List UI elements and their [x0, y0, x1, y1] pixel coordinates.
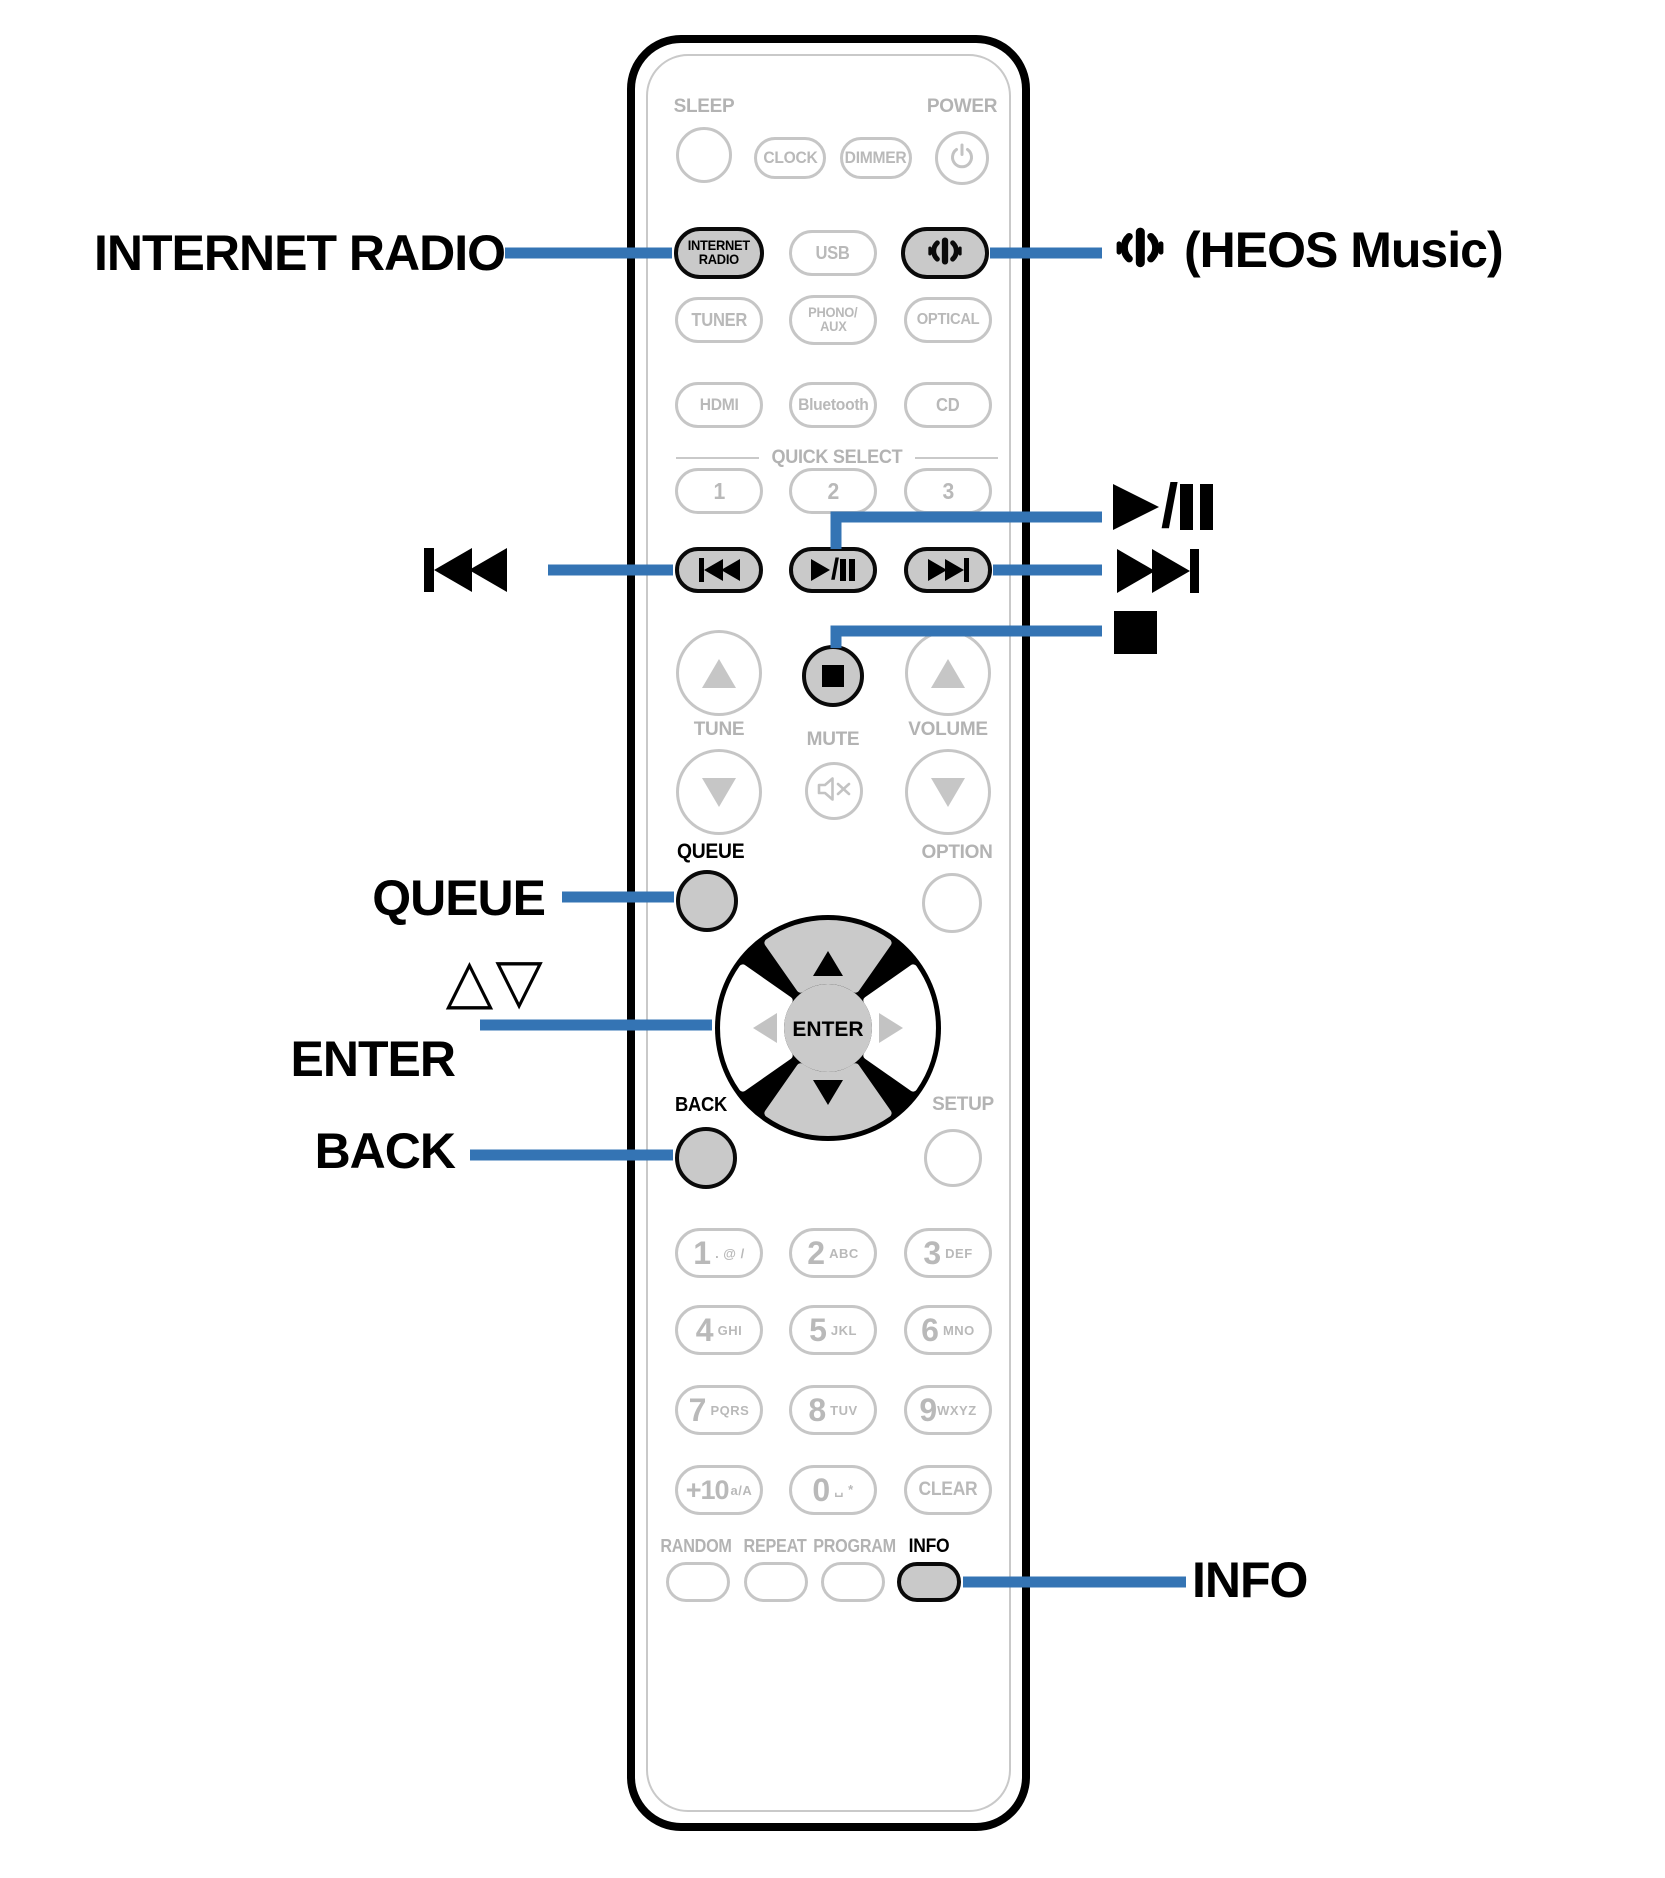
heos-button[interactable]: [901, 227, 989, 279]
sleep-button[interactable]: [676, 127, 732, 183]
play-pause-button[interactable]: /: [789, 547, 877, 593]
enter-callout-label: ENTER: [290, 1031, 456, 1087]
play-pause-callout-icon: /: [1113, 476, 1214, 538]
key-1-button[interactable]: 1. @ /: [675, 1228, 763, 1278]
up-down-callout-label: △▽: [445, 947, 545, 1016]
option-button[interactable]: [922, 873, 982, 933]
heos-icon: [922, 233, 968, 274]
quick-select-rule-right: [914, 456, 999, 460]
power-icon: [947, 141, 977, 176]
enter-button-label: ENTER: [792, 1018, 863, 1041]
skip-forward-icon: [927, 558, 969, 582]
quick-select-3-button[interactable]: 3: [904, 468, 992, 514]
mute-icon: [816, 775, 852, 808]
optical-button[interactable]: OPTICAL: [904, 297, 992, 343]
bluetooth-button[interactable]: Bluetooth: [789, 382, 877, 428]
setup-label: SETUP: [932, 1094, 994, 1115]
quick-select-rule-left: [676, 456, 760, 460]
random-label: RANDOM: [660, 1536, 732, 1556]
clock-button[interactable]: CLOCK: [754, 137, 826, 179]
random-button[interactable]: [666, 1562, 730, 1602]
triangle-down-icon: [813, 1080, 843, 1105]
play-pause-icon: /: [810, 555, 856, 585]
mute-label: MUTE: [806, 729, 860, 750]
stop-callout-line: [830, 625, 1102, 648]
tune-label: TUNE: [693, 719, 745, 740]
heos-music-icon: [1110, 224, 1170, 277]
mute-button[interactable]: [805, 762, 863, 820]
cd-button[interactable]: CD: [904, 382, 992, 428]
program-label: PROGRAM: [813, 1536, 896, 1556]
tuner-button[interactable]: TUNER: [675, 297, 763, 343]
volume-up-button[interactable]: [905, 630, 991, 716]
info-button-label: INFO: [908, 1536, 950, 1557]
stop-icon: [822, 665, 844, 687]
stop-button[interactable]: [802, 645, 864, 707]
tune-down-button[interactable]: [676, 749, 762, 835]
quick-select-1-button[interactable]: 1: [675, 468, 763, 514]
triangle-up-icon: [931, 658, 965, 688]
triangle-down-icon: [702, 777, 736, 807]
triangle-right-icon: [879, 1013, 903, 1043]
program-button[interactable]: [821, 1562, 885, 1602]
triangle-left-icon: [753, 1013, 777, 1043]
triangle-up-icon: [813, 951, 843, 976]
quick-select-title: QUICK SELECT: [771, 447, 903, 468]
queue-callout-label: QUEUE: [372, 870, 546, 926]
power-button[interactable]: [935, 131, 989, 185]
skip-forward-button[interactable]: [904, 547, 992, 593]
skip-back-button[interactable]: [675, 547, 763, 593]
tune-up-button[interactable]: [676, 630, 762, 716]
dimmer-button[interactable]: DIMMER: [840, 137, 912, 179]
heos-callout-label: (HEOS Music): [1110, 216, 1504, 284]
skip-back-icon: [698, 558, 740, 582]
quick-select-header: QUICK SELECT: [676, 447, 999, 468]
repeat-label: REPEAT: [743, 1536, 807, 1556]
usb-button[interactable]: USB: [789, 230, 877, 276]
quick-select-2-button[interactable]: 2: [789, 468, 877, 514]
heos-callout-text: (HEOS Music): [1184, 222, 1504, 278]
triangle-down-icon: [931, 777, 965, 807]
stop-callout-icon: [1114, 611, 1157, 654]
direction-pad: ENTER: [715, 915, 941, 1141]
setup-button[interactable]: [924, 1129, 982, 1187]
skip-forward-callout-icon: [1117, 549, 1199, 593]
key-clear-button[interactable]: CLEAR: [904, 1465, 992, 1515]
key-0-button[interactable]: 0␣ *: [789, 1465, 877, 1515]
enter-button[interactable]: [784, 984, 872, 1072]
play-pause-callout-line: [830, 511, 1102, 549]
info-button[interactable]: [897, 1562, 961, 1602]
queue-button[interactable]: [676, 870, 738, 932]
power-label: POWER: [926, 96, 998, 117]
volume-down-button[interactable]: [905, 749, 991, 835]
back-callout-label: BACK: [314, 1123, 456, 1179]
back-button-label: BACK: [675, 1094, 728, 1116]
remote-face-panel: [646, 54, 1011, 1812]
internet-radio-callout-label: INTERNET RADIO: [94, 225, 506, 281]
hdmi-button[interactable]: HDMI: [675, 382, 763, 428]
option-label: OPTION: [921, 842, 993, 863]
triangle-up-icon: [702, 658, 736, 688]
repeat-button[interactable]: [744, 1562, 808, 1602]
sleep-label: SLEEP: [673, 96, 735, 117]
volume-label: VOLUME: [908, 719, 988, 740]
info-callout-label: INFO: [1192, 1552, 1308, 1608]
queue-button-label: QUEUE: [677, 840, 745, 863]
skip-back-callout-icon: [424, 548, 507, 592]
back-button[interactable]: [675, 1127, 737, 1189]
internet-radio-button[interactable]: INTERNET RADIO: [674, 227, 764, 279]
phono-aux-button[interactable]: PHONO/ AUX: [789, 295, 877, 345]
